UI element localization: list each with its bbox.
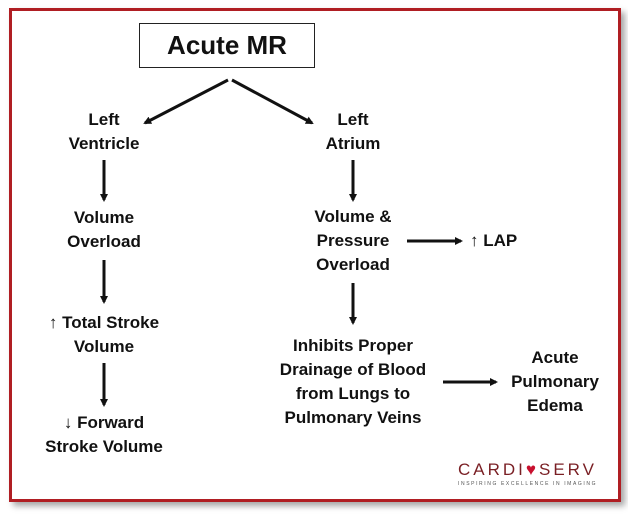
arrow-to-ventricle — [143, 78, 229, 125]
logo-tagline: INSPIRING EXCELLENCE IN IMAGING — [458, 481, 598, 487]
title-text: Acute MR — [167, 30, 287, 60]
cardioserv-logo: CARDI♥SERV INSPIRING EXCELLENCE IN IMAGI… — [458, 460, 608, 487]
node-acute-pulmonary-edema: Acute Pulmonary Edema — [511, 348, 599, 415]
node-left-ventricle: Left Ventricle — [68, 110, 140, 153]
node-volume-pressure-overload: Volume & Pressure Overload — [314, 207, 392, 274]
title-box: Acute MR — [139, 23, 315, 68]
node-volume-overload: Volume Overload — [67, 208, 141, 251]
diagram-frame — [9, 8, 621, 502]
node-forward-stroke-volume: ↓ Forward Stroke Volume — [45, 413, 163, 456]
node-left-atrium: Left Atrium — [325, 110, 381, 153]
node-total-stroke-volume: ↑ Total Stroke Volume — [48, 313, 160, 356]
node-inhibits-drainage: Inhibits Proper Drainage of Blood from L… — [279, 336, 427, 427]
arrow-to-atrium — [231, 78, 314, 125]
logo-wordmark: CARDI♥SERV — [458, 460, 597, 479]
heart-icon: ♥ — [525, 460, 539, 479]
node-lap: ↑ LAP — [470, 231, 518, 250]
